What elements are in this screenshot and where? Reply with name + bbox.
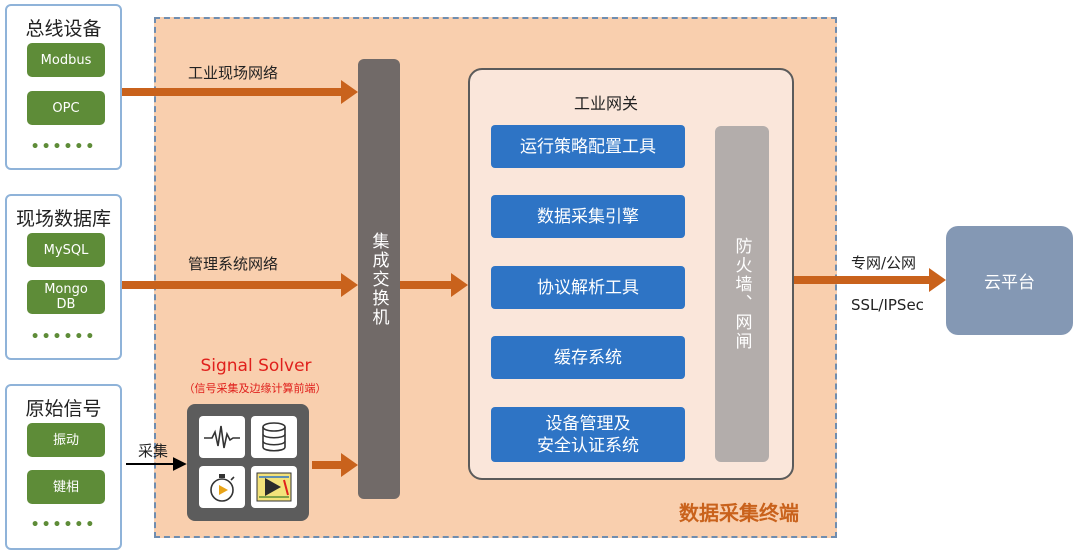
waveform-icon [199,416,245,458]
terminal-title: 数据采集终端 [679,501,799,525]
signal-solver-device [187,404,309,521]
private-public-network-label: 专网/公网 [851,254,917,272]
cloud-label: 云平台 [984,273,1035,293]
data-acquisition-engine[interactable]: 数据采集引擎 [491,195,685,238]
stopwatch-icon [199,466,245,508]
device-management-security-system[interactable]: 设备管理及 安全认证系统 [491,407,685,462]
field-database-title: 现场数据库 [15,208,111,230]
mongodb-item[interactable]: Mongo DB [27,280,105,314]
labview-icon [251,466,297,508]
raw-signal-title: 原始信号 [25,398,102,420]
signal-solver-title: Signal Solver [200,356,312,376]
database-icon [251,416,297,458]
integrated-switch: 集成交换机 [358,59,400,499]
switch-label: 集成交换机 [368,231,389,327]
more-dots: •••••• [30,139,97,155]
industrial-network-label: 工业现场网络 [188,64,279,82]
vibration-item[interactable]: 振动 [27,423,105,457]
keyphasor-item[interactable]: 键相 [27,470,105,504]
arrow-management-network [122,273,358,297]
arrow-gateway-to-cloud [794,268,946,292]
management-network-label: 管理系统网络 [188,255,279,273]
protocol-parser-tool[interactable]: 协议解析工具 [491,266,685,309]
more-dots: •••••• [30,329,97,345]
field-database-panel: 现场数据库 MySQL Mongo DB •••••• [5,194,122,360]
policy-config-tool[interactable]: 运行策略配置工具 [491,125,685,168]
bus-devices-title: 总线设备 [25,18,102,40]
ssl-ipsec-label: SSL/IPSec [851,296,924,314]
firewall-gateway: 防火墙、网闸 [715,126,769,462]
bus-devices-panel: 总线设备 Modbus OPC •••••• [5,4,122,170]
collect-label: 采集 [138,442,169,460]
mysql-item[interactable]: MySQL [27,233,105,267]
cloud-platform[interactable]: 云平台 [946,226,1073,335]
gateway-title: 工业网关 [573,94,638,113]
arrow-switch-to-gateway [400,273,468,297]
cache-system[interactable]: 缓存系统 [491,336,685,379]
firewall-label: 防火墙、网闸 [731,237,752,351]
raw-signal-panel: 原始信号 振动 键相 •••••• [5,384,122,550]
arrow-industrial-network [122,80,358,104]
arrow-solver-to-switch [312,453,358,477]
opc-item[interactable]: OPC [27,91,105,125]
signal-solver-subtitle: （信号采集及边缘计算前端） [183,382,327,395]
more-dots: •••••• [30,517,97,533]
industrial-gateway: 工业网关 运行策略配置工具 数据采集引擎 协议解析工具 缓存系统 设备管理及 安… [468,68,794,480]
modbus-item[interactable]: Modbus [27,43,105,77]
